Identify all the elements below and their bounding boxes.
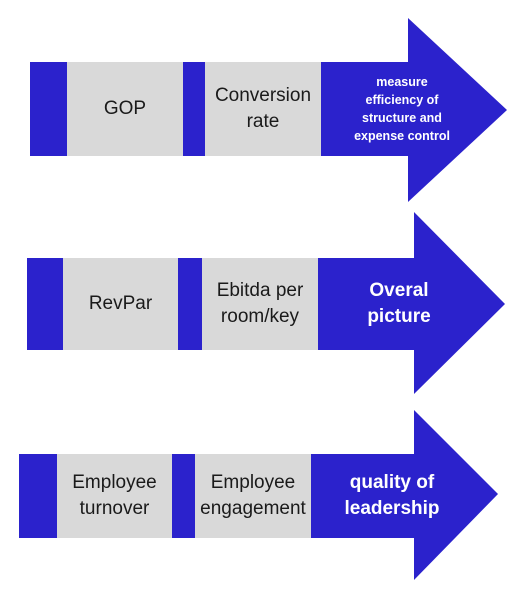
arrow-1-head-label: measure efficiency of structure and expe… — [354, 74, 450, 144]
arrow-1-box-2-bg — [205, 62, 321, 156]
arrow-3-box-1-label: Employee turnover — [72, 472, 157, 519]
arrow-2-box-1-label: RevPar — [88, 293, 153, 315]
arrow-2-box-2-bg — [202, 258, 318, 350]
arrow-3-box-2-bg — [195, 454, 311, 538]
arrow-1-box-1-label: GOP — [103, 98, 147, 120]
arrow-2-box-1-bg — [63, 258, 178, 350]
arrow-2-head-label: Overal picture — [367, 280, 431, 327]
arrow-3-head-label: quality of leadership — [344, 472, 440, 519]
arrow-1-box-2-label: Conversion rate — [214, 85, 312, 132]
arrow-1-box-1-bg — [67, 62, 183, 156]
arrow-2-box-2-label: Ebitda per room/key — [216, 280, 304, 327]
arrow-3-box-2-label: Employee engagement — [200, 472, 306, 519]
arrow-3-box-1-bg — [57, 454, 172, 538]
